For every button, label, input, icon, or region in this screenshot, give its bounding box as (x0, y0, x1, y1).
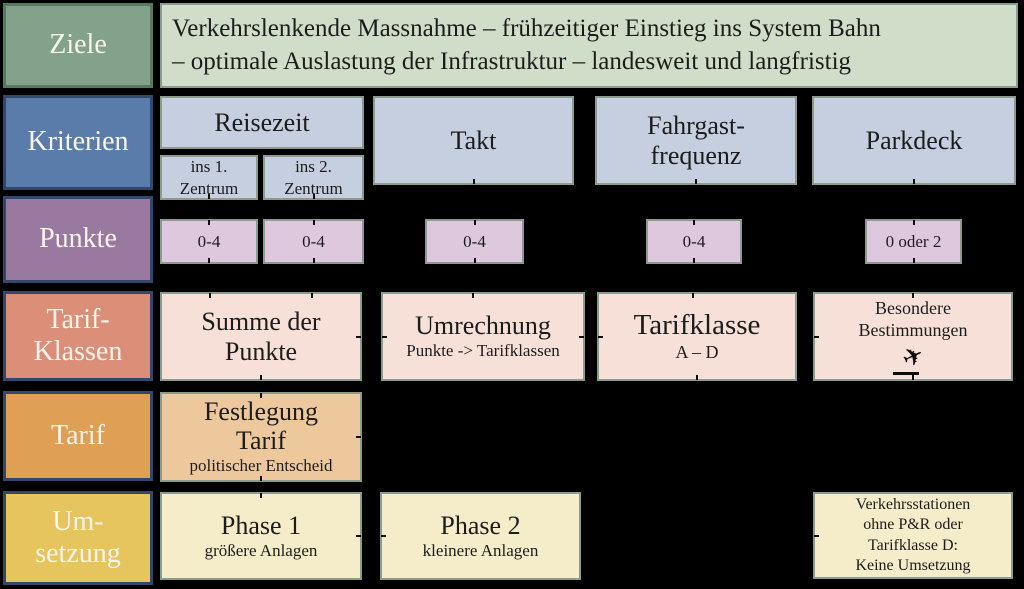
arrow-tick (472, 293, 474, 298)
kriterien-reisezeit-sub1-label: ins 1. Zentrum (179, 157, 239, 198)
kriterien-reisezeit-sub2-label: ins 2. Zentrum (284, 157, 343, 198)
umsetzung-sonderfall-label: Verkehrsstationen ohne P&R oder Tarifkla… (855, 495, 971, 574)
arrow-tick (356, 436, 361, 438)
row-label-ziele: Ziele (3, 3, 153, 88)
kriterien-fahrgastfrequenz-label: Fahrgast- frequenz (647, 110, 745, 170)
kriterien-reisezeit-box: Reisezeit (160, 96, 364, 149)
arrow-tick (913, 179, 915, 184)
arrow-tick (208, 293, 211, 298)
arrow-tick (260, 493, 262, 498)
punkte-score-1-box: 0-4 (160, 219, 258, 264)
arrow-tick (912, 220, 915, 225)
umsetzung-phase1-box: Phase 1 größere Anlagen (160, 492, 362, 580)
arrow-tick (912, 293, 914, 298)
arrow-tick (208, 220, 210, 225)
goal-box: Verkehrslenkende Massnahme – frühzeitige… (160, 3, 1018, 88)
arrow-tick (693, 258, 695, 263)
arrow-tick (311, 293, 314, 298)
arrow-tick (208, 258, 210, 263)
airplane-departure-icon: ✈ (897, 340, 929, 374)
arrow-tick (693, 220, 695, 225)
arrow-tick (312, 220, 315, 225)
punkte-score-5-box: 0 oder 2 (865, 219, 962, 264)
tarifklassen-umrechnung-sub: Punkte -> Tarifklassen (406, 341, 560, 361)
tarifklassen-tarifklasse-title: Tarifklasse (633, 308, 761, 341)
arrow-tick (912, 375, 914, 380)
arrow-tick (473, 258, 476, 263)
kriterien-reisezeit-sub2-box: ins 2. Zentrum (263, 155, 364, 200)
arrow-tick (381, 535, 386, 537)
umsetzung-phase2-box: Phase 2 kleinere Anlagen (380, 492, 581, 580)
arrow-tick (382, 335, 387, 338)
row-label-tarif: Tarif (3, 391, 153, 481)
kriterien-parkdeck-box: Parkdeck (812, 96, 1016, 185)
tarifklassen-umrechnung-title: Umrechnung (415, 311, 551, 341)
arrow-tick (912, 258, 915, 263)
umsetzung-phase2-sub: kleinere Anlagen (422, 540, 539, 560)
arrow-tick (260, 476, 262, 481)
row-label-umsetzung-text: Um- setzung (35, 505, 121, 569)
tarifklassen-tarifklasse-sub: A – D (675, 341, 719, 362)
tarif-festlegung-title: Festlegung Tarif (203, 397, 319, 456)
tarifklassen-besondere-box: Besondere Bestimmungen ✈ (813, 292, 1013, 381)
kriterien-reisezeit-sub1-box: ins 1. Zentrum (160, 155, 258, 200)
arrow-tick (473, 220, 476, 225)
arrow-tick (579, 335, 584, 338)
punkte-score-1: 0-4 (197, 232, 221, 251)
tarifklassen-besondere-label: Besondere Bestimmungen (858, 298, 968, 340)
punkte-score-5: 0 oder 2 (885, 232, 942, 251)
row-label-umsetzung: Um- setzung (3, 491, 153, 585)
tarif-festlegung-sub: politischer Entscheid (189, 456, 333, 476)
row-label-tarifklassen-text: Tarif- Klassen (33, 303, 123, 367)
tarifklassen-summe-box: Summe der Punkte (160, 292, 362, 381)
arrow-tick (356, 335, 361, 338)
row-label-punkte: Punkte (3, 196, 153, 283)
punkte-score-3: 0-4 (463, 232, 486, 251)
tarifklassen-tarifklasse-box: Tarifklasse A – D (597, 292, 797, 381)
punkte-score-2-box: 0-4 (263, 219, 364, 264)
airplane-underline (893, 371, 919, 375)
umsetzung-phase2-title: Phase 2 (440, 510, 521, 540)
arrow-tick (312, 194, 315, 199)
tarif-festlegung-box: Festlegung Tarif politischer Entscheid (160, 392, 362, 482)
arrow-tick (695, 179, 697, 184)
row-label-tarifklassen: Tarif- Klassen (3, 291, 153, 381)
row-label-tarif-text: Tarif (50, 419, 105, 451)
kriterien-fahrgastfrequenz-box: Fahrgast- frequenz (595, 96, 797, 185)
tarifklassen-umrechnung-box: Umrechnung Punkte -> Tarifklassen (381, 292, 585, 381)
arrow-tick (260, 375, 262, 380)
kriterien-takt-label: Takt (450, 125, 497, 155)
row-label-punkte-text: Punkte (39, 223, 117, 255)
row-label-kriterien: Kriterien (3, 95, 153, 190)
row-label-kriterien-text: Kriterien (27, 126, 129, 158)
arrow-tick (312, 258, 315, 263)
kriterien-reisezeit-label: Reisezeit (214, 107, 310, 137)
punkte-score-3-box: 0-4 (425, 219, 524, 264)
umsetzung-phase1-title: Phase 1 (220, 510, 302, 540)
arrow-tick (696, 375, 698, 380)
row-label-ziele-text: Ziele (49, 29, 107, 61)
arrow-tick (814, 534, 819, 537)
goal-text: Verkehrslenkende Massnahme – frühzeitige… (172, 15, 881, 75)
punkte-score-4-box: 0-4 (646, 219, 742, 264)
arrow-tick (260, 393, 262, 398)
punkte-score-2: 0-4 (302, 232, 325, 251)
kriterien-takt-box: Takt (373, 96, 574, 185)
kriterien-parkdeck-label: Parkdeck (865, 125, 963, 155)
arrow-tick (472, 179, 475, 184)
punkte-score-4: 0-4 (682, 232, 706, 251)
umsetzung-sonderfall-box: Verkehrsstationen ohne P&R oder Tarifkla… (813, 492, 1013, 579)
umsetzung-phase1-sub: größere Anlagen (204, 540, 318, 560)
tarifklassen-summe-label: Summe der Punkte (201, 307, 321, 366)
arrow-tick (814, 335, 819, 338)
arrow-tick (208, 194, 210, 199)
arrow-tick (356, 535, 361, 537)
arrow-tick (598, 335, 603, 338)
arrow-tick (692, 293, 695, 298)
